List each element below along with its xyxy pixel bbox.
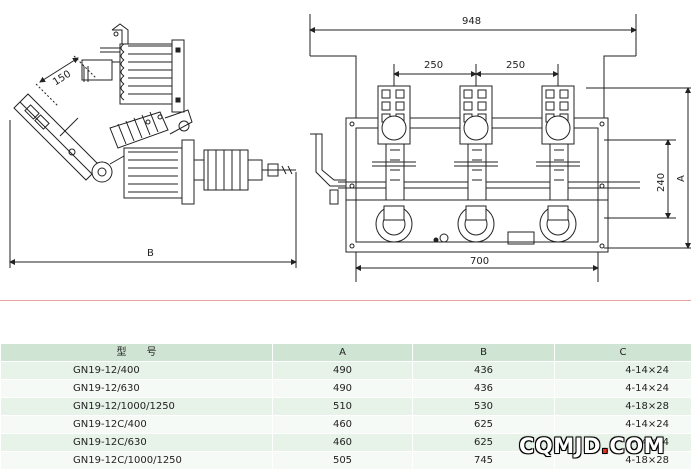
cell-model: GN19-12C/630	[1, 434, 273, 452]
cell-c: 4-14×24	[555, 362, 691, 380]
lower-insulator	[124, 140, 194, 204]
dim-A-label: A	[676, 175, 687, 182]
header-a: A	[273, 344, 413, 362]
switch-blade	[14, 94, 124, 182]
cell-a: 460	[273, 416, 413, 434]
watermark-right: COM	[609, 434, 665, 458]
cell-b: 625	[413, 416, 555, 434]
cell-a: 510	[273, 398, 413, 416]
header-c: C	[555, 344, 691, 362]
header-model: 型 号	[1, 344, 273, 362]
upper-insulator	[120, 40, 184, 112]
table-row: GN19-12/1000/1250 510 530 4-18×28	[1, 398, 691, 416]
divider-line	[0, 300, 691, 301]
table-header-row: 型 号 A B C	[1, 344, 691, 362]
cell-model: GN19-12C/1000/1250	[1, 452, 273, 470]
front-view	[310, 14, 691, 282]
dim-948-label: 948	[462, 16, 481, 27]
watermark-logo: CQMJD.COM	[519, 434, 665, 458]
watermark-left: CQMJD	[519, 434, 601, 458]
dim-700-label: 700	[470, 256, 489, 267]
table-row: GN19-12/400 490 436 4-14×24	[1, 362, 691, 380]
dim-250-right-label: 250	[506, 60, 525, 71]
cell-model: GN19-12/400	[1, 362, 273, 380]
cell-a: 460	[273, 434, 413, 452]
cell-model: GN19-12C/400	[1, 416, 273, 434]
dim-240-label: 240	[656, 173, 667, 192]
dim-250-left-label: 250	[424, 60, 443, 71]
operating-arm	[310, 134, 346, 186]
cell-b: 530	[413, 398, 555, 416]
table-row: GN19-12C/400 460 625 4-14×24	[1, 416, 691, 434]
cell-c: 4-14×24	[555, 416, 691, 434]
dim-150-label: 150	[51, 69, 73, 88]
header-b: B	[413, 344, 555, 362]
cell-b: 436	[413, 362, 555, 380]
cell-a: 490	[273, 362, 413, 380]
cell-c: 4-18×28	[555, 398, 691, 416]
cell-b: 436	[413, 380, 555, 398]
table-row: GN19-12/630 490 436 4-14×24	[1, 380, 691, 398]
cell-model: GN19-12/630	[1, 380, 273, 398]
operating-rod-insulator	[110, 110, 192, 148]
cell-model: GN19-12/1000/1250	[1, 398, 273, 416]
cell-c: 4-14×24	[555, 380, 691, 398]
technical-drawing-svg: 150 B	[0, 0, 691, 300]
dim-B-label: B	[147, 248, 154, 259]
cell-a: 505	[273, 452, 413, 470]
side-insulator	[194, 150, 296, 190]
side-view	[10, 24, 296, 268]
cell-a: 490	[273, 380, 413, 398]
technical-drawing: 150 B	[0, 0, 691, 300]
